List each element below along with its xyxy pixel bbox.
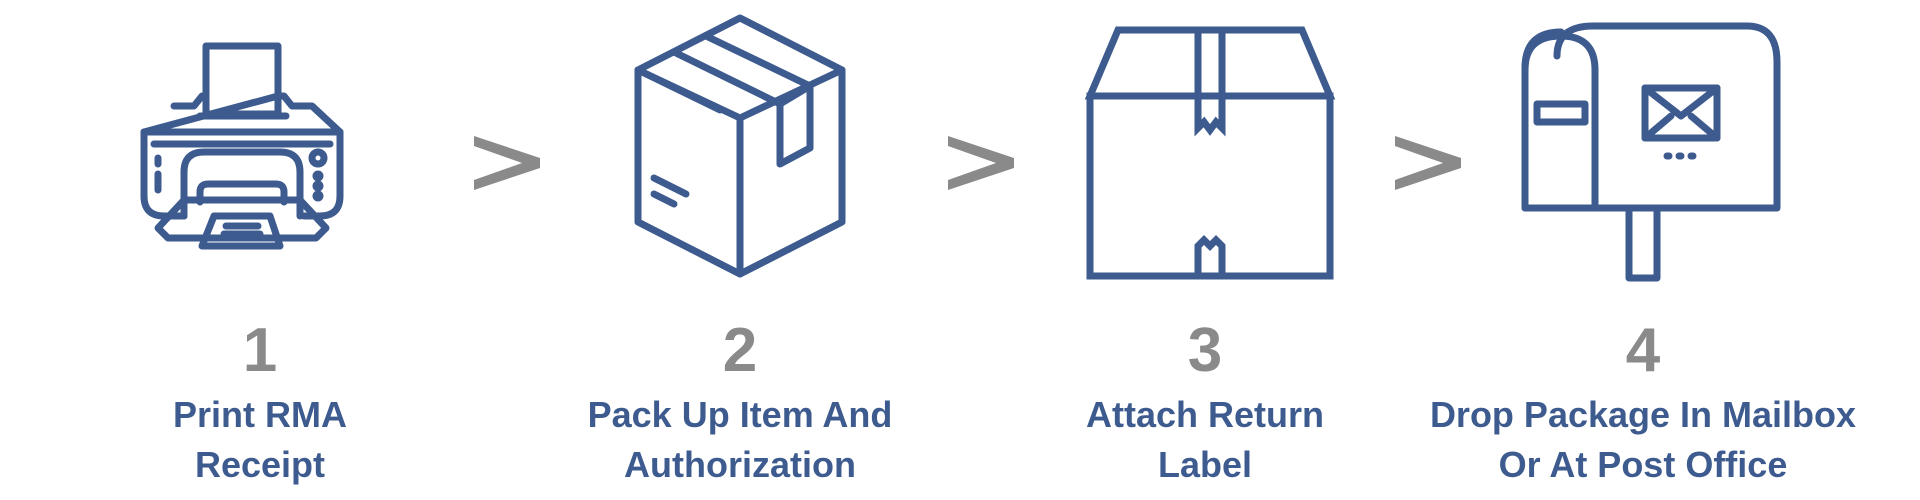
step-label: Print RMA Receipt xyxy=(40,390,480,490)
step-1-icon-area xyxy=(40,0,480,300)
step-label: Attach Return Label xyxy=(985,390,1425,490)
step-label: Pack Up Item And Authorization xyxy=(520,390,960,490)
step-number: 2 xyxy=(722,316,758,385)
step-label-line-1: Print RMA xyxy=(173,394,347,435)
step-4-icon-area xyxy=(1423,0,1863,300)
connector-arrow-2 xyxy=(944,128,1016,198)
step-number: 1 xyxy=(242,316,278,385)
step-label-line-1: Drop Package In Mailbox xyxy=(1429,394,1857,435)
connector-arrow-1 xyxy=(470,128,542,198)
connector-arrow-3 xyxy=(1391,128,1463,198)
step-label-line-2: Receipt xyxy=(194,444,326,485)
printer-icon xyxy=(140,42,344,250)
step-3: 3 Attach Return Label xyxy=(985,0,1425,500)
step-2-icon-area xyxy=(520,0,960,300)
chevron-right-icon xyxy=(474,136,540,190)
step-2: 2 Pack Up Item And Authorization xyxy=(520,0,960,500)
step-3-icon-area xyxy=(985,0,1425,300)
package-label-icon xyxy=(1084,26,1336,280)
chevron-right-icon xyxy=(948,136,1014,190)
chevron-right-icon xyxy=(1395,136,1461,190)
mailbox-icon xyxy=(1521,22,1781,282)
step-label-line-1: Pack Up Item And xyxy=(587,394,893,435)
step-label-line-2: Label xyxy=(1157,444,1253,485)
step-label-line-1: Attach Return xyxy=(1085,394,1324,435)
box-icon xyxy=(634,14,846,278)
step-label-line-2: Authorization xyxy=(624,444,856,485)
step-label: Drop Package In Mailbox Or At Post Offic… xyxy=(1423,390,1863,490)
step-number: 4 xyxy=(1625,316,1661,385)
step-4: 4 Drop Package In Mailbox Or At Post Off… xyxy=(1423,0,1863,500)
step-1: 1 Print RMA Receipt xyxy=(40,0,480,500)
step-number: 3 xyxy=(1187,316,1223,385)
step-label-line-2: Or At Post Office xyxy=(1498,444,1788,485)
